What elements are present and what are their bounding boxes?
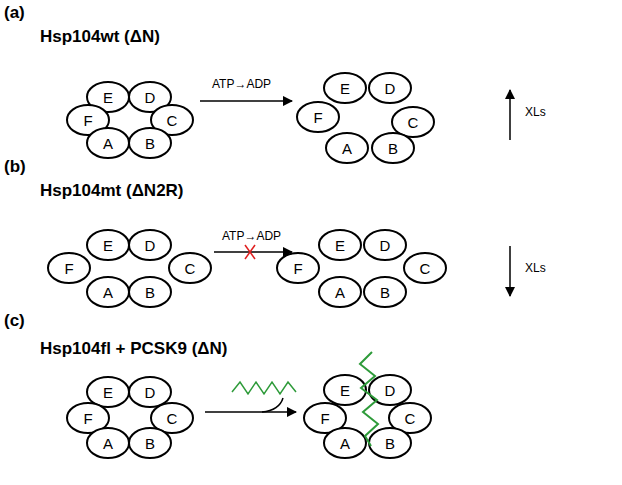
subunit-ellipse: E — [323, 374, 367, 406]
panel-letter: (b) — [4, 158, 26, 177]
subunit-letter: B — [145, 285, 155, 300]
subunit-ellipse: E — [86, 229, 130, 261]
reaction-label: ATP→ADP — [212, 78, 271, 91]
subunit-ellipse: F — [296, 101, 340, 133]
subunit-letter: A — [103, 285, 113, 300]
subunit-letter: F — [83, 411, 92, 426]
subunit-letter: C — [167, 113, 178, 128]
reaction-label: ATP→ADP — [222, 230, 281, 243]
subunit-letter: D — [145, 90, 156, 105]
subunit-ellipse: E — [323, 72, 367, 104]
subunit-letter: D — [380, 238, 391, 253]
subunit-letter: C — [420, 261, 431, 276]
blocked-cross — [245, 245, 255, 259]
subunit-letter: F — [320, 411, 329, 426]
subunit-ellipse: C — [403, 252, 447, 284]
subunit-letter: A — [340, 436, 350, 451]
subunit-ellipse: D — [363, 229, 407, 261]
construct-name: Hsp104fl + PCSK9 (ΔN) — [40, 340, 227, 359]
subunit-ellipse: A — [325, 132, 369, 164]
subunit-letter: B — [145, 136, 155, 151]
subunit-ellipse: B — [363, 276, 407, 308]
subunit-letter: D — [385, 81, 396, 96]
subunit-ellipse: F — [47, 252, 91, 284]
reaction-arrow — [214, 251, 292, 253]
construct-name: Hsp104mt (ΔN2R) — [40, 182, 184, 201]
subunit-letter: F — [83, 113, 92, 128]
subunit-letter: E — [103, 238, 113, 253]
subunit-letter: C — [408, 115, 419, 130]
subunit-letter: F — [293, 261, 302, 276]
subunit-ellipse: B — [128, 427, 172, 459]
subunit-letter: A — [103, 136, 113, 151]
subunit-letter: E — [340, 81, 350, 96]
subunit-letter: B — [380, 285, 390, 300]
subunit-ellipse: C — [168, 252, 212, 284]
subunit-ellipse: A — [86, 276, 130, 308]
construct-name: Hsp104wt (ΔN) — [40, 28, 160, 47]
binding-curve — [262, 398, 283, 412]
pcsk9-substrate — [232, 382, 296, 394]
subunit-ellipse: B — [128, 276, 172, 308]
subunit-letter: A — [335, 285, 345, 300]
panel-letter: (a) — [4, 4, 25, 23]
subunit-ellipse: B — [371, 132, 415, 164]
subunit-letter: C — [167, 411, 178, 426]
decrease-arrow — [509, 246, 511, 296]
subunit-letter: B — [385, 436, 395, 451]
subunit-letter: E — [340, 383, 350, 398]
panel-letter: (c) — [4, 312, 25, 331]
subunit-ellipse: D — [128, 229, 172, 261]
crosslink-label: XLs — [525, 262, 546, 275]
subunit-ellipse: D — [368, 374, 412, 406]
subunit-letter: D — [385, 383, 396, 398]
subunit-letter: E — [103, 90, 113, 105]
reaction-arrow — [205, 411, 296, 413]
subunit-letter: F — [64, 261, 73, 276]
subunit-ellipse: A — [318, 276, 362, 308]
subunit-letter: B — [388, 141, 398, 156]
subunit-ellipse: B — [128, 127, 172, 159]
subunit-letter: A — [342, 141, 352, 156]
subunit-letter: E — [335, 238, 345, 253]
subunit-ellipse: E — [318, 229, 362, 261]
subunit-ellipse: A — [323, 427, 367, 459]
subunit-ellipse: A — [86, 127, 130, 159]
subunit-letter: D — [145, 238, 156, 253]
subunit-letter: A — [103, 436, 113, 451]
subunit-ellipse: F — [276, 252, 320, 284]
subunit-letter: D — [145, 385, 156, 400]
subunit-ellipse: D — [368, 72, 412, 104]
subunit-ellipse: B — [368, 427, 412, 459]
subunit-ellipse: A — [86, 427, 130, 459]
crosslink-label: XLs — [525, 106, 546, 119]
subunit-letter: E — [103, 385, 113, 400]
threaded-substrate — [360, 352, 378, 446]
subunit-letter: F — [313, 110, 322, 125]
reaction-arrow — [200, 100, 292, 102]
increase-arrow — [509, 90, 511, 140]
subunit-letter: C — [405, 411, 416, 426]
subunit-letter: B — [145, 436, 155, 451]
subunit-letter: C — [185, 261, 196, 276]
